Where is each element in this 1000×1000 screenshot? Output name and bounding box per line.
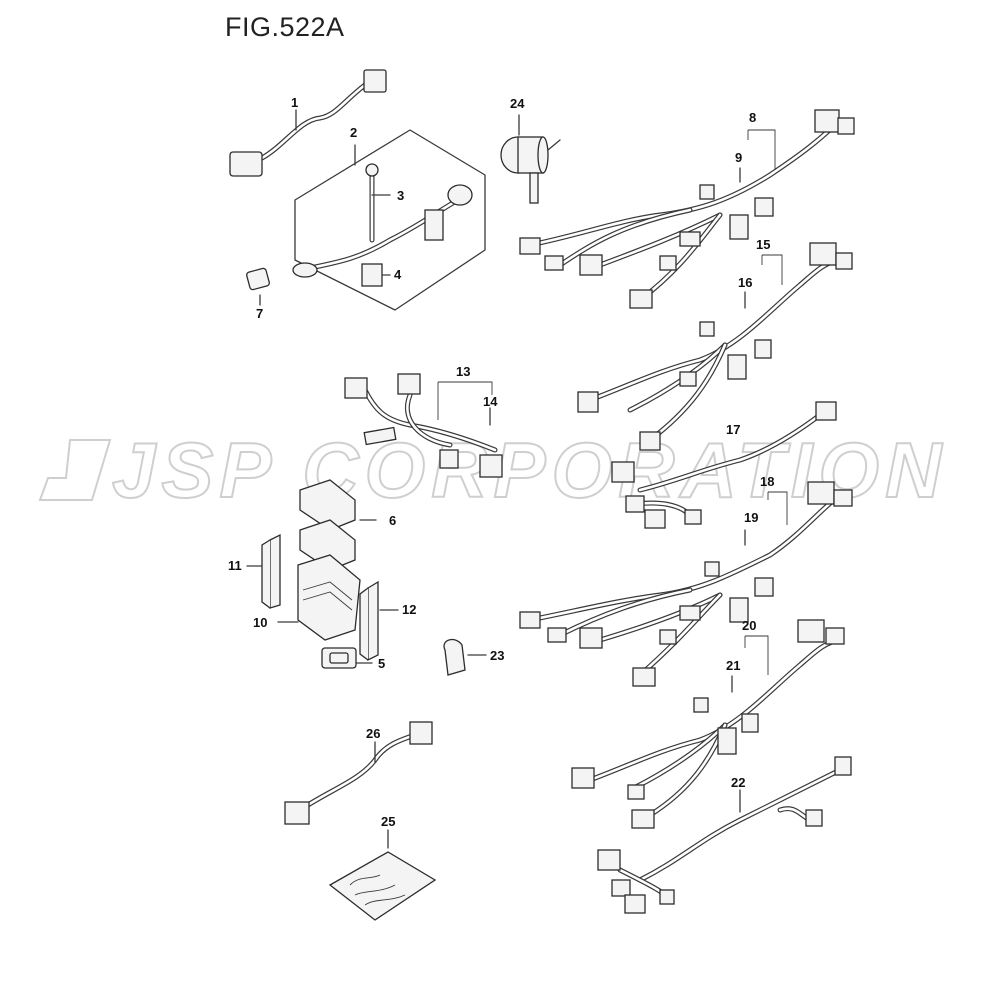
part-7-connector[interactable]	[246, 267, 270, 306]
harness-20[interactable]	[571, 619, 845, 829]
harness-13[interactable]	[344, 373, 503, 478]
label-21: 21	[726, 658, 740, 673]
watermark-logo-icon	[38, 439, 112, 501]
harness-8[interactable]	[519, 109, 855, 309]
harness-22[interactable]	[597, 756, 852, 914]
label-22: 22	[731, 775, 745, 790]
label-14: 14	[483, 394, 498, 409]
harness-17[interactable]	[611, 401, 837, 529]
label-20: 20	[742, 618, 756, 633]
label-17: 17	[726, 422, 740, 437]
label-11: 11	[228, 558, 242, 573]
label-12: 12	[402, 602, 416, 617]
label-10: 10	[253, 615, 267, 630]
label-15: 15	[756, 237, 770, 252]
label-6: 6	[389, 513, 396, 528]
harness-18[interactable]	[519, 481, 853, 687]
watermark-text: JSP CORPORATION	[112, 426, 947, 514]
label-8: 8	[749, 110, 756, 125]
label-3: 3	[397, 188, 404, 203]
label-7: 7	[256, 306, 263, 321]
harness-15[interactable]	[577, 242, 853, 451]
part-11-bracket[interactable]	[246, 533, 281, 609]
label-19: 19	[744, 510, 758, 525]
part-26-harness[interactable]	[284, 721, 433, 825]
part-12-bracket[interactable]	[359, 580, 399, 662]
label-2: 2	[350, 125, 357, 140]
part-23-cover[interactable]	[443, 638, 487, 676]
label-25: 25	[381, 814, 395, 829]
part-1-harness[interactable]	[229, 69, 387, 177]
label-23: 23	[490, 648, 504, 663]
label-5: 5	[378, 656, 385, 671]
part-labels: 1 2 3 4 5 6 7 8 9 10 11 12 13 14 15 16 1…	[228, 95, 774, 829]
label-4: 4	[394, 267, 402, 282]
part-5-grommet[interactable]	[321, 647, 373, 669]
part-2-kit[interactable]	[292, 129, 486, 311]
label-16: 16	[738, 275, 752, 290]
part-24-component[interactable]	[500, 114, 561, 204]
label-18: 18	[760, 474, 774, 489]
part-10-ecu[interactable]	[277, 554, 361, 641]
figure-title: FIG.522A	[225, 12, 345, 42]
label-13: 13	[456, 364, 470, 379]
label-9: 9	[735, 150, 742, 165]
label-1: 1	[291, 95, 298, 110]
label-24: 24	[510, 96, 525, 111]
part-6-bracket[interactable]	[299, 479, 377, 571]
watermark: JSP CORPORATION	[38, 425, 947, 515]
part-25-bag[interactable]	[328, 829, 437, 921]
label-26: 26	[366, 726, 380, 741]
